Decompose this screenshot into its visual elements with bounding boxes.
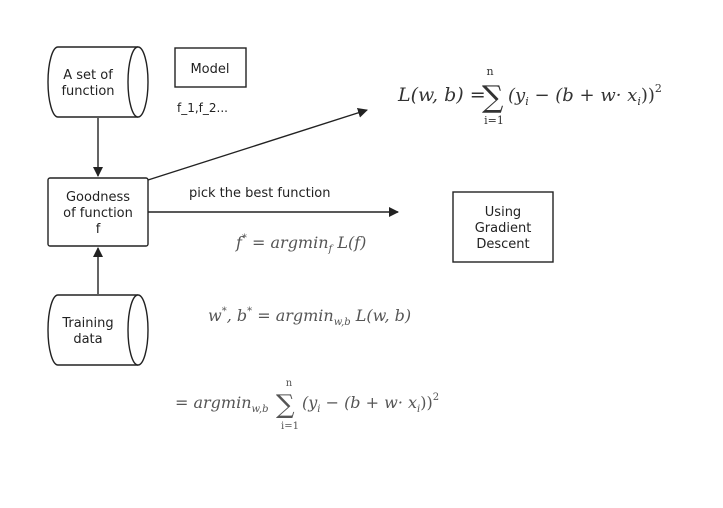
argmin-body: (yi − (b + w· xi))2 <box>302 392 439 415</box>
training-data-line2: data <box>73 332 102 347</box>
gradient-line1: Using <box>485 205 521 220</box>
svg-text:= argminw,b: = argminw,b <box>175 393 268 415</box>
goodness-node: Goodness of function f <box>47 177 149 247</box>
training-data-line1: Training <box>61 316 113 331</box>
argmin-sum-bottom: i=1 <box>281 421 299 432</box>
argmin-sum-symbol: ∑ <box>276 390 295 420</box>
argmin-expanded-formula: = argminw,b ∑ n i=1 (yi − (b + w· xi))2 <box>175 378 439 432</box>
gradient-descent-node: Using Gradient Descent <box>452 191 554 263</box>
svg-text:L(w, b) =: L(w, b) = <box>397 84 486 106</box>
wb-star-formula: w*, b* = argminw,b L(w, b) <box>208 306 411 328</box>
best-function-label: pick the best function <box>189 186 331 201</box>
model-node: Model <box>174 47 247 88</box>
loss-sum-top: n <box>486 65 493 78</box>
gradient-line3: Descent <box>476 237 529 252</box>
goodness-line3: f <box>96 222 101 237</box>
gradient-line2: Gradient <box>475 221 532 236</box>
edge-goodness-to-loss <box>147 107 368 181</box>
function-set-node: A set of function <box>47 46 149 118</box>
training-data-node: Training data <box>47 294 149 366</box>
loss-sum-symbol: ∑ <box>482 80 504 115</box>
loss-lhs: L(w, b) = <box>397 84 486 106</box>
loss-formula: L(w, b) = ∑ n i=1 (yi − (b + w· xi))2 <box>397 65 662 127</box>
goodness-line1: Goodness <box>66 190 130 205</box>
f-star-formula: f* = argminf L(f) <box>235 233 366 255</box>
loss-body: (yi − (b + w· xi))2 <box>508 82 662 108</box>
function-set-line1: A set of <box>63 68 113 83</box>
model-label: Model <box>190 62 229 77</box>
model-caption: f_1,f_2... <box>177 101 228 115</box>
loss-sum-bottom: i=1 <box>484 114 504 127</box>
function-set-line2: function <box>61 84 114 99</box>
argmin-sum-top: n <box>286 378 293 389</box>
goodness-line2: of function <box>63 206 133 221</box>
